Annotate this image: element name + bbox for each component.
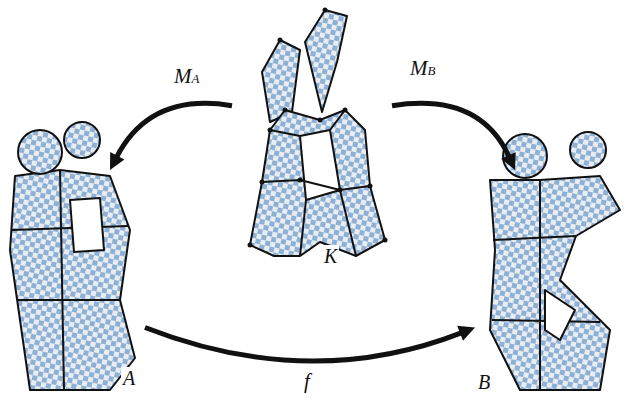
shape-label: B <box>476 371 492 393</box>
map-arrow <box>110 103 232 170</box>
map-arrow <box>145 326 475 361</box>
map-label: MA <box>172 64 201 91</box>
shape-label: A <box>121 367 137 389</box>
shape-label: K <box>322 245 339 267</box>
arrow-curve <box>116 103 232 157</box>
arrow-head <box>457 326 475 341</box>
mesh-a <box>10 122 135 390</box>
arrow-curve <box>392 103 509 157</box>
arrow-head <box>501 152 516 170</box>
mesh-figure: A <box>5 170 145 395</box>
base-complex <box>250 10 385 256</box>
arrow-curve <box>145 328 462 362</box>
mesh-figure: B <box>475 170 623 395</box>
map-label: MB <box>408 56 437 83</box>
mesh-b <box>490 132 620 390</box>
map-label: f <box>302 369 312 396</box>
map-arrow <box>392 103 516 170</box>
mesh-figure: K <box>232 5 392 270</box>
arrow-head <box>110 152 124 170</box>
